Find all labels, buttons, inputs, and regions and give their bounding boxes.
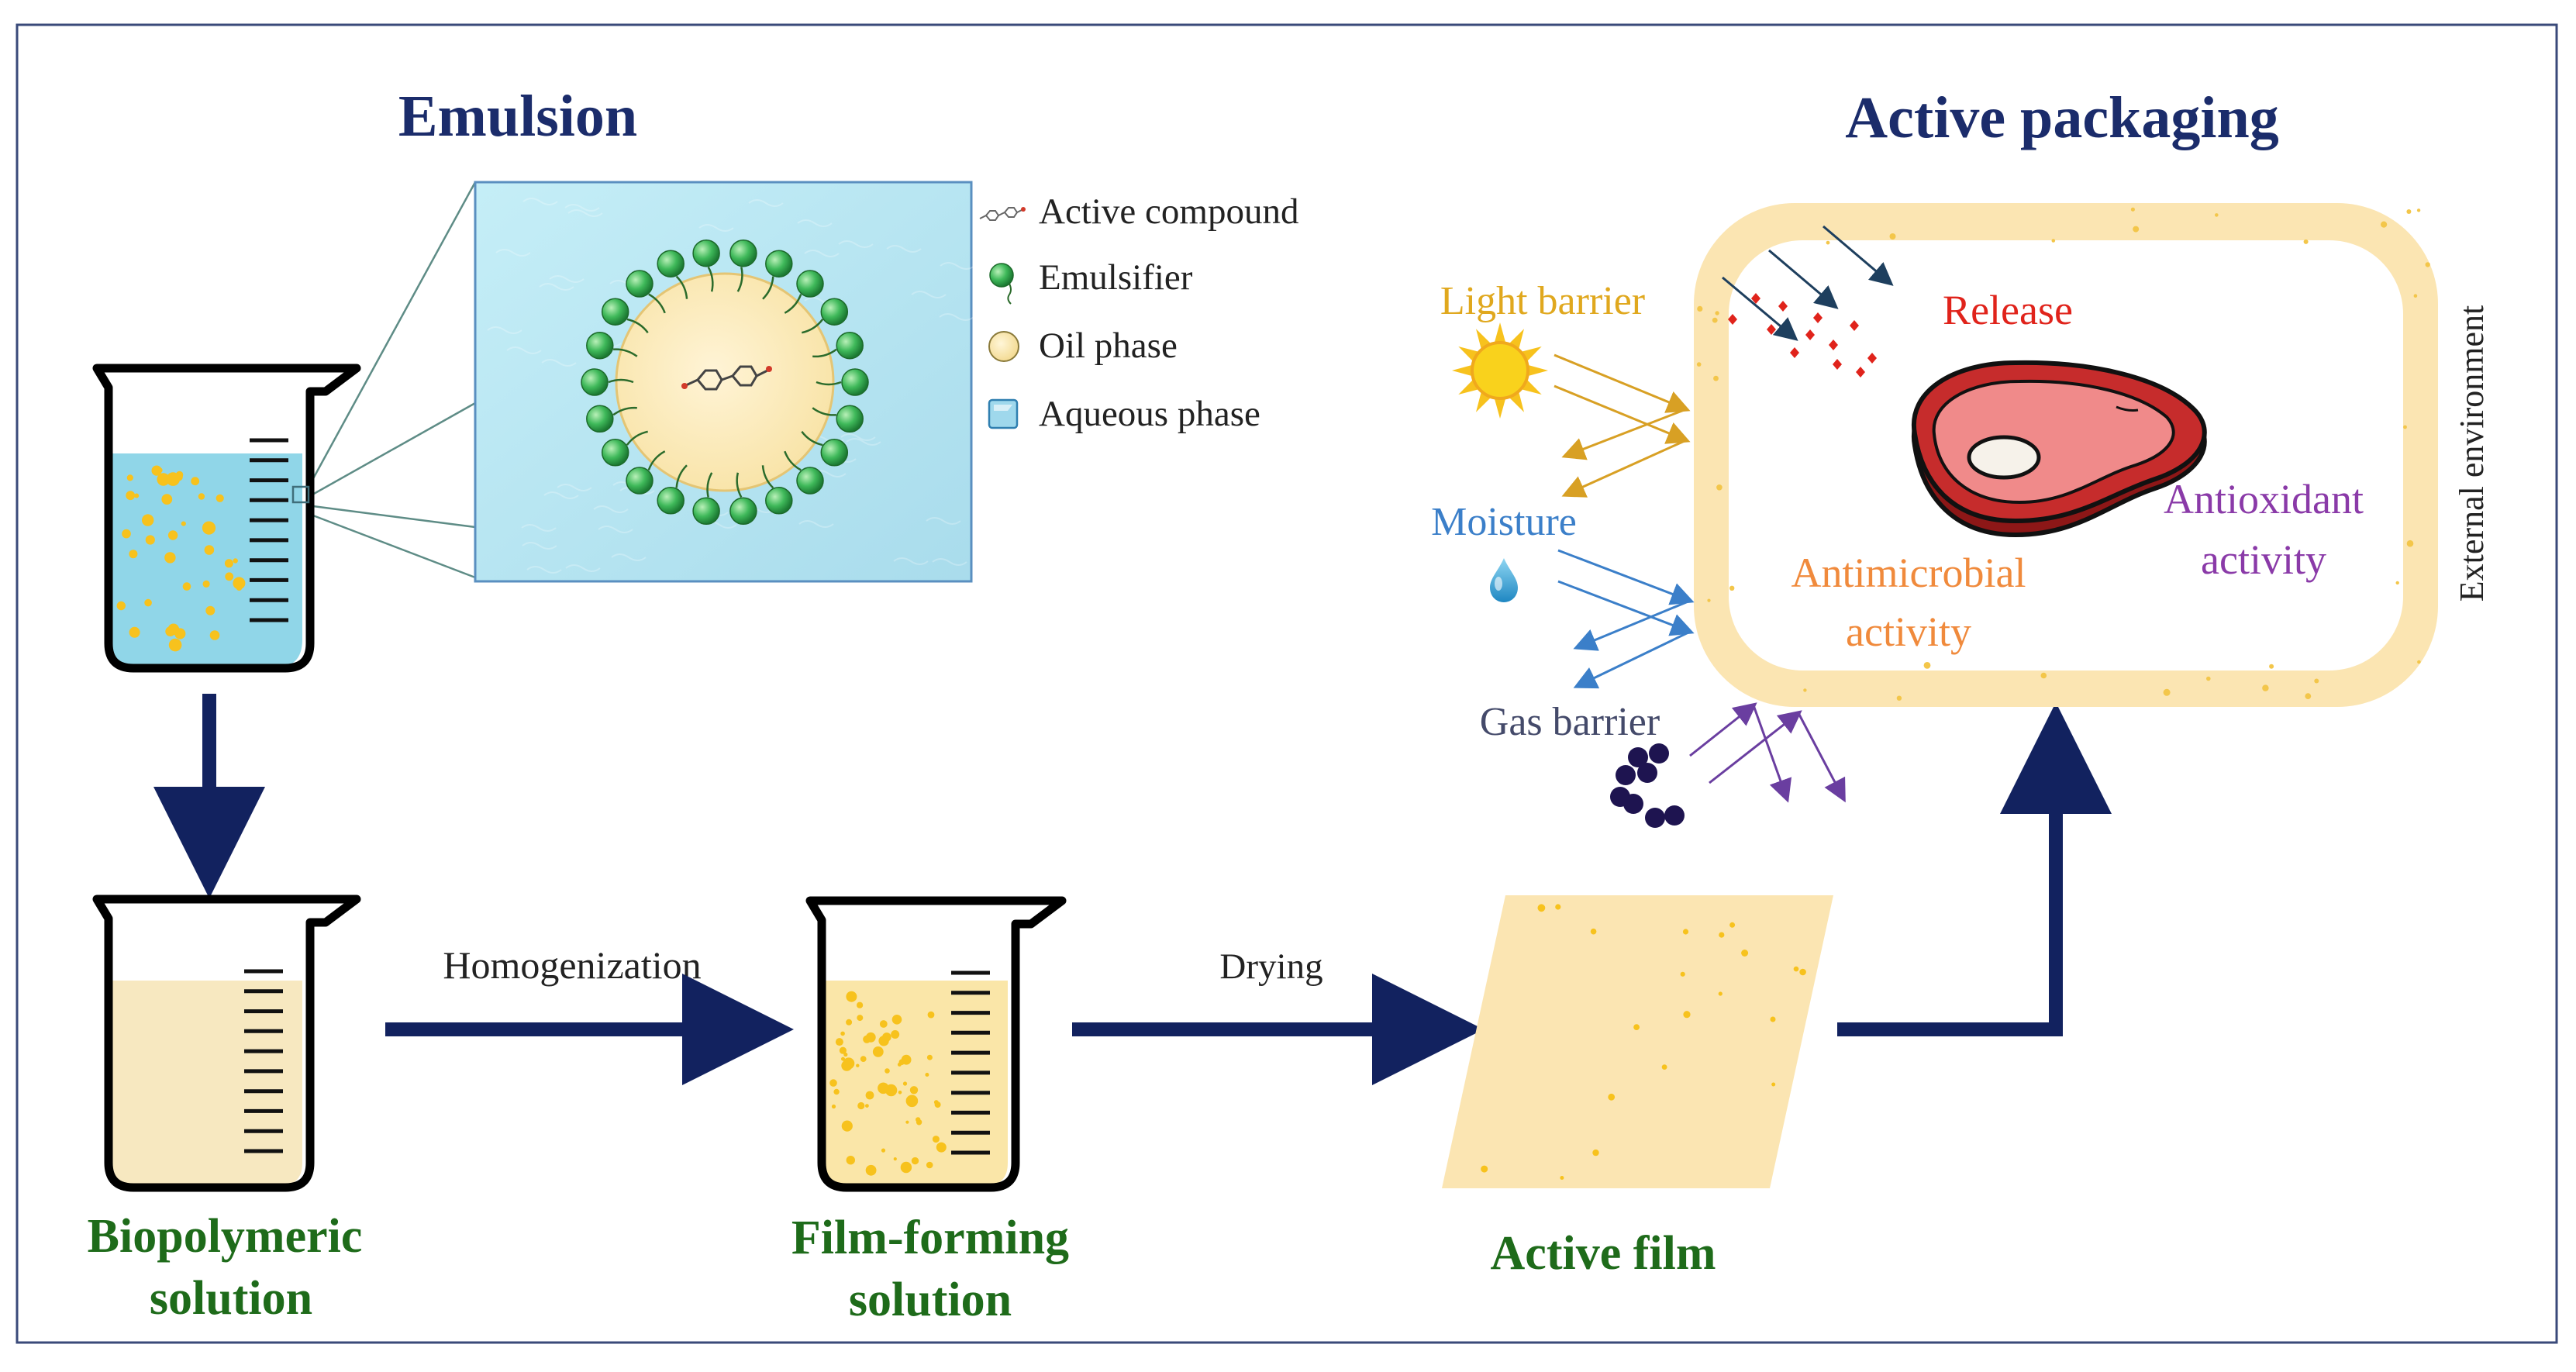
emulsifier-icon: [989, 263, 1014, 305]
emulsifier-tail: [801, 431, 823, 446]
emulsifier-bead: [765, 487, 793, 515]
oil-droplet-icon: [988, 331, 1019, 362]
emulsifier-bead: [626, 270, 653, 298]
aqueous-square-icon: [988, 398, 1019, 429]
emulsifier-tail: [736, 267, 743, 292]
gas-barrier-arrows: [1689, 702, 1846, 803]
biopolymeric-beaker: [92, 895, 361, 1192]
active-film-label: Active film: [1491, 1227, 1716, 1280]
release-arrows: [1722, 225, 1894, 341]
emulsifier-tail: [736, 472, 743, 498]
emulsifier-bead: [692, 239, 720, 267]
emulsifier-tail: [626, 430, 648, 446]
emulsifier-bead: [657, 250, 685, 278]
emulsifier-bead: [626, 467, 653, 495]
emulsifier-bead: [836, 331, 864, 360]
release-particles: [1728, 293, 1877, 377]
active-film: [1442, 895, 1833, 1188]
arrow-to-packaging: [1837, 702, 2112, 1036]
emulsifier-tail: [613, 348, 638, 357]
emulsifier-bead: [796, 467, 824, 495]
emulsifier-tail: [706, 472, 713, 498]
emulsifier-bead: [601, 439, 629, 467]
homogenization-label: Homogenization: [443, 943, 701, 987]
antimicrobial-label-line2: activity: [1846, 608, 1971, 655]
emulsifier-tail: [812, 407, 836, 416]
drying-label: Drying: [1219, 946, 1322, 987]
emulsifier-tail: [648, 293, 666, 314]
moisture-label: Moisture: [1431, 500, 1577, 544]
emulsifier-tail: [647, 450, 666, 471]
zoom-lines: [305, 181, 477, 579]
antimicrobial-label-line1: Antimicrobial: [1791, 550, 2026, 596]
emulsifier-bead: [841, 368, 869, 396]
meat-icon: [1911, 360, 2207, 538]
biopolymeric-label-line1: Biopolymeric: [88, 1210, 363, 1263]
emulsifier-tail: [608, 378, 634, 384]
legend-oil-phase-label: Oil phase: [1039, 326, 1178, 366]
outer-frame: [16, 23, 2558, 1344]
emulsifier-tail: [762, 276, 774, 300]
emulsifier-bead: [820, 298, 849, 326]
zoom-marker: [291, 485, 310, 504]
gas-barrier-label: Gas barrier: [1480, 700, 1660, 744]
light-barrier-arrows: [1554, 353, 1691, 498]
emulsifier-bead: [796, 270, 824, 298]
film-forming-label-line1: Film-forming: [791, 1212, 1069, 1264]
emulsifier-bead: [765, 250, 793, 278]
water-drop-icon: [1490, 558, 1518, 602]
gas-molecules-icon: [1610, 743, 1685, 828]
emulsifier-bead: [729, 497, 757, 526]
emulsion-zoom-panel: [474, 181, 975, 583]
emulsion-title: Emulsion: [398, 84, 637, 149]
emulsifier-tail: [675, 275, 688, 299]
molecule-icon: [979, 207, 1026, 221]
emulsifier-tail: [707, 266, 714, 292]
emulsifier-tail: [816, 381, 842, 386]
emulsifier-bead: [692, 497, 720, 526]
emulsifier-tail: [612, 406, 637, 416]
light-barrier-label: Light barrier: [1440, 279, 1645, 323]
biopolymeric-label-line2: solution: [150, 1272, 312, 1325]
emulsifier-tail: [802, 319, 824, 334]
emulsifier-bead: [601, 298, 629, 326]
active-compound-molecule: [681, 365, 772, 391]
emulsifier-bead: [729, 239, 757, 267]
emulsion-beaker: [92, 364, 361, 673]
emulsifier-bead: [581, 368, 609, 396]
emulsifier-bead: [820, 439, 849, 467]
emulsifier-tail: [675, 464, 688, 488]
sun-icon: [1452, 322, 1548, 419]
emulsifier-tail: [761, 465, 774, 489]
external-environment-label: External environment: [2453, 305, 2491, 602]
release-label: Release: [1943, 287, 2073, 333]
active-packaging-title: Active packaging: [1845, 85, 2278, 150]
legend-active-compound-label: Active compound: [1039, 191, 1298, 232]
film-forming-label-line2: solution: [849, 1274, 1012, 1326]
emulsifier-tail: [626, 318, 649, 333]
legend-emulsifier-label: Emulsifier: [1039, 257, 1193, 298]
film-forming-beaker: [805, 896, 1067, 1192]
emulsifier-bead: [586, 405, 614, 433]
emulsifier-tail: [784, 294, 802, 314]
emulsion-legend: Active compound Emulsifier Oil phase Aqu…: [979, 191, 1298, 434]
emulsifier-bead: [586, 331, 614, 360]
legend-aqueous-phase-label: Aqueous phase: [1039, 394, 1260, 434]
emulsifier-bead: [657, 487, 685, 515]
oil-droplet: [615, 272, 835, 492]
emulsifier-tail: [784, 450, 802, 471]
moisture-arrows: [1557, 549, 1695, 689]
antioxidant-label-line2: activity: [2201, 536, 2326, 583]
emulsifier-tail: [812, 348, 837, 358]
antioxidant-label-line1: Antioxidant: [2164, 476, 2364, 522]
emulsifier-bead: [836, 405, 864, 433]
